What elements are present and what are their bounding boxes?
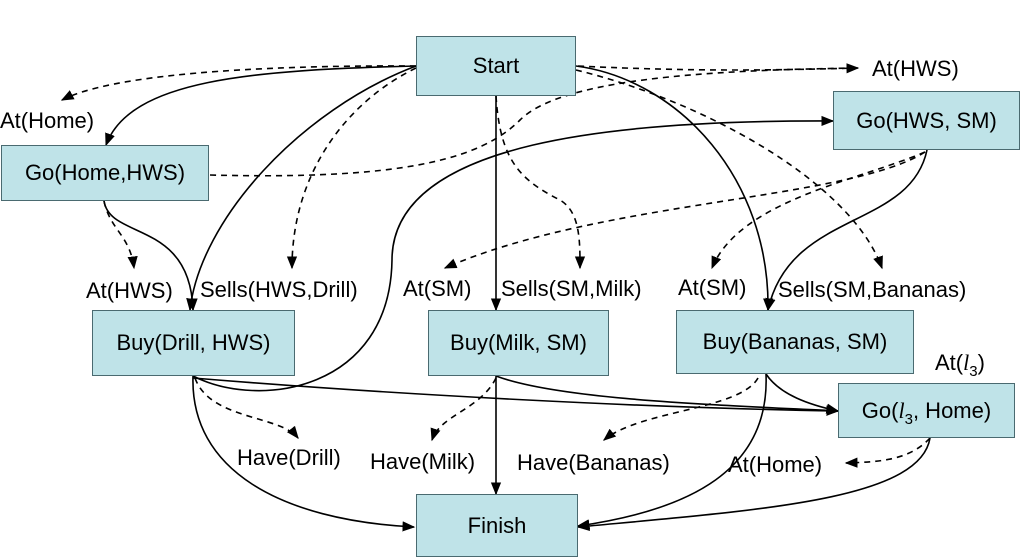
dashed-start-to-at-hws — [577, 63, 860, 74]
buy-milk-sm-label: Buy(Milk, SM) — [450, 330, 587, 355]
label-have-milk: Have(Milk) — [370, 449, 476, 474]
buy-drill-hws-label: Buy(Drill, HWS) — [116, 330, 271, 355]
go-hws-sm-label: Go(HWS, SM) — [856, 107, 997, 133]
edge-start-to-buy-drill — [186, 65, 417, 312]
go-home-hws-label: Go(Home,HWS) — [24, 160, 186, 185]
label-sells-sm-milk: Sells(SM,Milk) — [501, 276, 642, 301]
edge-buy-drill-to-finish — [192, 375, 416, 532]
buy-bananas-sm-node[interactable]: Buy(Bananas, SM) — [676, 310, 914, 374]
label-at-hws-top: At(HWS) — [872, 56, 959, 81]
buy-milk-sm-node[interactable]: Buy(Milk, SM) — [428, 310, 609, 376]
edge-go-home-hws-to-buy-drill — [103, 200, 198, 312]
finish-node[interactable]: Finish — [416, 494, 578, 557]
edge-start-to-go-home-hws — [105, 65, 417, 147]
label-sells-sm-bananas: Sells(SM,Bananas) — [778, 277, 967, 302]
finish-node-label: Finish — [467, 512, 527, 538]
dashed-start-to-sells-sm-bananas — [575, 69, 883, 270]
edge-buy-milk-to-go-l3-home — [495, 375, 840, 416]
edge-start-to-buy-bananas — [575, 65, 774, 312]
edge-go-hws-sm-to-buy-bananas — [765, 149, 928, 312]
dashed-go-home-hws-to-at-hws-top — [209, 67, 861, 177]
label-have-drill: Have(Drill) — [237, 445, 341, 470]
edge-buy-bananas-to-finish — [576, 373, 767, 530]
edge-buy-drill-to-go-l3-home — [192, 377, 840, 416]
start-node-label: Start — [472, 53, 520, 78]
go-hws-sm-node[interactable]: Go(HWS, SM) — [833, 91, 1020, 150]
label-have-bananas: Have(Bananas) — [517, 450, 670, 475]
edge-buy-bananas-to-go-l3-home — [765, 373, 840, 414]
dashed-go-home-hws-to-at-hws — [103, 200, 138, 270]
dashed-buy-bananas-to-have-bananas — [603, 377, 759, 441]
edge-go-l3-home-to-finish — [576, 437, 931, 532]
dashed-go-hws-sm-to-at-sm-1 — [443, 151, 926, 269]
dashed-start-to-at-home — [60, 65, 417, 101]
edge-buy-drill-to-go-hws-sm — [192, 115, 835, 392]
dashed-start-to-sells-sm-milk — [495, 95, 586, 270]
label-at-l3: At(l3) — [935, 350, 985, 380]
dashed-buy-milk-to-have-milk — [430, 377, 497, 442]
buy-bananas-sm-label: Buy(Bananas, SM) — [702, 329, 888, 354]
label-at-sm-1: At(SM) — [403, 276, 472, 301]
dashed-go-l3-home-to-at-home — [844, 437, 931, 468]
label-sells-hws-drill: Sells(HWS,Drill) — [200, 277, 358, 302]
dashed-go-hws-sm-to-at-sm-2 — [711, 151, 926, 270]
label-at-sm-2: At(SM) — [678, 275, 747, 300]
go-l3-home-node[interactable]: Go(l3, Home) — [838, 383, 1015, 438]
label-at-hws-mid: At(HWS) — [86, 278, 173, 303]
buy-drill-hws-node[interactable]: Buy(Drill, HWS) — [92, 310, 295, 376]
dashed-buy-drill-to-have-drill — [194, 377, 299, 440]
go-home-hws-node[interactable]: Go(Home,HWS) — [1, 145, 209, 201]
dashed-start-to-sells-hws-drill — [286, 67, 417, 270]
label-at-home-bottom: At(Home) — [728, 452, 823, 477]
go-l3-home-label: Go(l3, Home) — [861, 397, 992, 428]
label-at-home-top: At(Home) — [0, 108, 95, 133]
start-node[interactable]: Start — [416, 36, 576, 96]
